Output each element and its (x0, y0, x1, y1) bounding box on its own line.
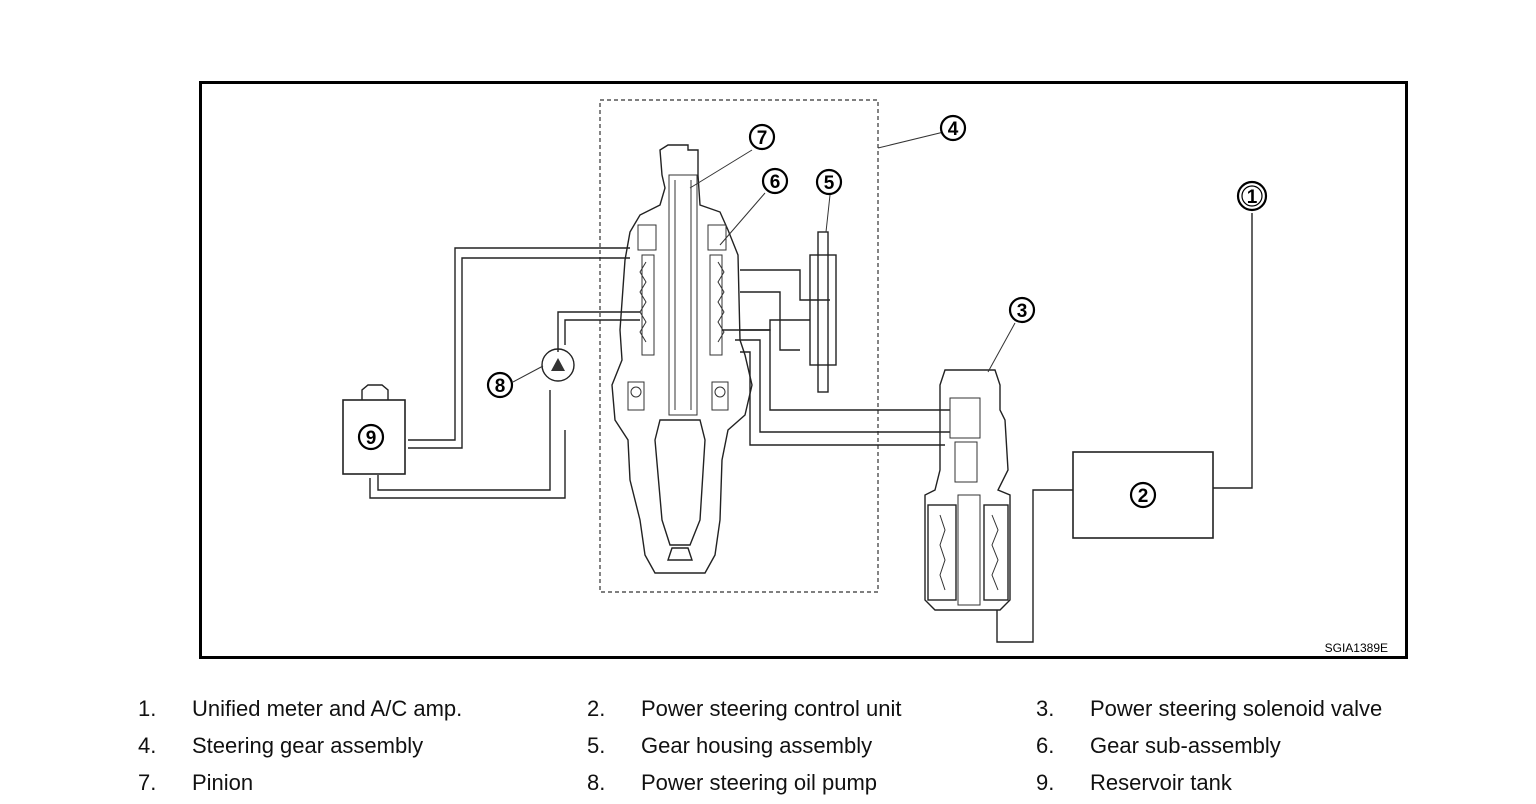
callout-4: 4 (939, 114, 967, 142)
meter-signal-line (1213, 213, 1253, 489)
solenoid-line-lower (740, 351, 945, 446)
gear-body (611, 144, 753, 574)
power-steering-solenoid-valve (924, 369, 1073, 643)
callout-7: 7 (748, 123, 776, 151)
svg-text:7: 7 (757, 128, 768, 149)
svg-text:9: 9 (366, 428, 377, 449)
callout-9: 9 (357, 423, 385, 451)
gear-housing-assembly (740, 231, 837, 393)
reference-code: SGIA1389E (1325, 641, 1388, 655)
callout-6: 6 (761, 167, 789, 195)
svg-text:6: 6 (770, 172, 781, 193)
svg-text:5: 5 (824, 173, 835, 194)
callout-3: 3 (1008, 296, 1036, 324)
callout-5: 5 (815, 168, 843, 196)
pump-supply-line (557, 311, 640, 352)
solenoid-line-middle (735, 339, 950, 433)
callout-1: 1 (1236, 180, 1268, 212)
reservoir-pump-line (369, 390, 566, 499)
power-steering-oil-pump (541, 348, 575, 382)
callout-2: 2 (1129, 481, 1157, 509)
svg-text:2: 2 (1138, 486, 1149, 507)
return-line (408, 247, 630, 449)
svg-text:4: 4 (948, 119, 959, 140)
svg-text:1: 1 (1247, 187, 1258, 208)
solenoid-line-upper (722, 329, 950, 411)
diagram-frame (199, 81, 1408, 659)
callout-8: 8 (486, 371, 514, 399)
svg-text:8: 8 (495, 376, 506, 397)
svg-text:3: 3 (1017, 301, 1028, 322)
